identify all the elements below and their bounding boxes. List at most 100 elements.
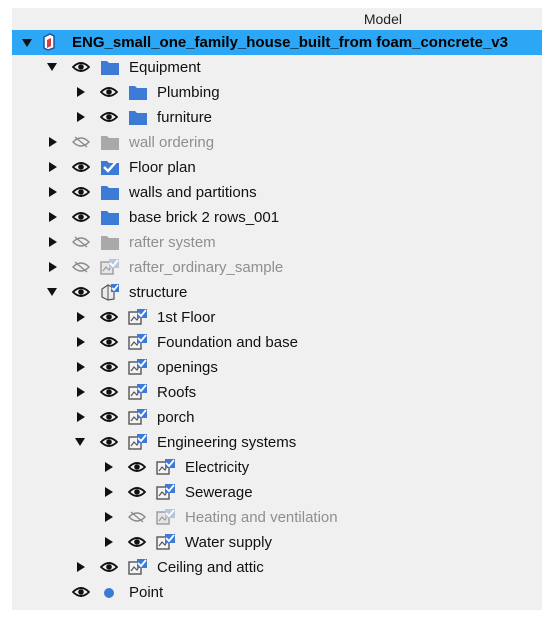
expand-arrow-icon[interactable] — [77, 112, 85, 122]
layer-check-icon — [128, 383, 148, 401]
tree-item-rafter-system[interactable]: rafter system — [12, 230, 542, 255]
eye-icon[interactable] — [100, 411, 118, 423]
tree-item-electricity[interactable]: Electricity — [12, 455, 542, 480]
eye-hidden-icon[interactable] — [72, 261, 90, 273]
folder-icon — [100, 233, 120, 251]
expand-arrow-icon[interactable] — [77, 312, 85, 322]
tree-item-base-brick[interactable]: base brick 2 rows_001 — [12, 205, 542, 230]
tree-label: base brick 2 rows_001 — [129, 209, 280, 226]
eye-icon[interactable] — [100, 436, 118, 448]
eye-icon[interactable] — [100, 361, 118, 373]
expand-arrow-icon[interactable] — [49, 187, 57, 197]
layer-check-icon — [128, 558, 148, 576]
structure-icon — [100, 283, 120, 301]
eye-icon[interactable] — [100, 561, 118, 573]
layer-check-icon — [128, 358, 148, 376]
tree-item-roofs[interactable]: Roofs — [12, 380, 542, 405]
tree-item-water-supply[interactable]: Water supply — [12, 530, 542, 555]
tree-item-rafter-ordinary-sample[interactable]: rafter_ordinary_sample — [12, 255, 542, 280]
tree-label: walls and partitions — [129, 184, 257, 201]
tree-label: Sewerage — [185, 484, 253, 501]
layer-check-icon — [128, 333, 148, 351]
eye-icon[interactable] — [72, 211, 90, 223]
tree-label: openings — [157, 359, 218, 376]
eye-hidden-icon[interactable] — [72, 236, 90, 248]
expand-arrow-icon[interactable] — [49, 137, 57, 147]
folder-icon — [100, 133, 120, 151]
eye-icon[interactable] — [72, 61, 90, 73]
tree-item-floor-plan[interactable]: Floor plan — [12, 155, 542, 180]
tree-label: wall ordering — [129, 134, 215, 151]
tree-label: porch — [157, 409, 195, 426]
tree-item-foundation-and-base[interactable]: Foundation and base — [12, 330, 542, 355]
expand-arrow-icon[interactable] — [49, 162, 57, 172]
panel-header: Model — [12, 8, 542, 30]
tree-label: Equipment — [129, 59, 201, 76]
tree-item-structure[interactable]: structure — [12, 280, 542, 305]
tree-item-ceiling-and-attic[interactable]: Ceiling and attic — [12, 555, 542, 580]
tree-item-openings[interactable]: openings — [12, 355, 542, 380]
tree-root-row[interactable]: ENG_small_one_family_house_built_from fo… — [12, 30, 542, 55]
tree-item-1st-floor[interactable]: 1st Floor — [12, 305, 542, 330]
expand-arrow-icon[interactable] — [49, 237, 57, 247]
expand-arrow-icon[interactable] — [77, 412, 85, 422]
collapse-arrow-icon[interactable] — [47, 63, 57, 71]
tree-label: Point — [129, 584, 164, 601]
layer-check-icon — [156, 508, 176, 526]
folder-icon — [128, 83, 148, 101]
tree-label: Water supply — [185, 534, 272, 551]
eye-icon[interactable] — [128, 536, 146, 548]
layer-check-icon — [156, 533, 176, 551]
tree-label: Engineering systems — [157, 434, 297, 451]
expand-arrow-icon[interactable] — [77, 387, 85, 397]
tree-item-sewerage[interactable]: Sewerage — [12, 480, 542, 505]
tree-label: furniture — [157, 109, 213, 126]
tree-item-wall-ordering[interactable]: wall ordering — [12, 130, 542, 155]
eye-icon[interactable] — [128, 461, 146, 473]
expand-arrow-icon[interactable] — [77, 362, 85, 372]
checked-folder-icon — [100, 158, 120, 176]
expand-arrow-icon[interactable] — [105, 462, 113, 472]
expand-arrow-icon[interactable] — [77, 337, 85, 347]
tree-item-equipment[interactable]: Equipment — [12, 55, 542, 80]
folder-icon — [100, 208, 120, 226]
tree-item-porch[interactable]: porch — [12, 405, 542, 430]
folder-icon — [128, 108, 148, 126]
expand-arrow-icon[interactable] — [77, 562, 85, 572]
expand-arrow-icon[interactable] — [105, 512, 113, 522]
collapse-arrow-icon[interactable] — [75, 438, 85, 446]
expand-arrow-icon[interactable] — [49, 262, 57, 272]
eye-icon[interactable] — [72, 586, 90, 598]
tree-label: Heating and ventilation — [185, 509, 338, 526]
tree-label: Plumbing — [157, 84, 220, 101]
tree-item-furniture[interactable]: furniture — [12, 105, 542, 130]
eye-icon[interactable] — [72, 186, 90, 198]
tree-item-point[interactable]: Point — [12, 580, 542, 605]
tree-item-heating-and-ventilation[interactable]: Heating and ventilation — [12, 505, 542, 530]
folder-icon — [100, 58, 120, 76]
eye-icon[interactable] — [100, 336, 118, 348]
point-icon — [103, 587, 123, 605]
expand-arrow-icon[interactable] — [105, 537, 113, 547]
expand-arrow-icon[interactable] — [105, 487, 113, 497]
eye-icon[interactable] — [100, 386, 118, 398]
eye-icon[interactable] — [72, 286, 90, 298]
collapse-arrow-icon[interactable] — [22, 39, 32, 47]
tree-item-plumbing[interactable]: Plumbing — [12, 80, 542, 105]
eye-hidden-icon[interactable] — [128, 511, 146, 523]
collapse-arrow-icon[interactable] — [47, 288, 57, 296]
tree-label: Roofs — [157, 384, 197, 401]
model-tree-panel: Model ENG_small_one_family_house_built_f… — [12, 8, 542, 610]
model-icon — [42, 33, 62, 51]
tree-item-walls-and-partitions[interactable]: walls and partitions — [12, 180, 542, 205]
eye-hidden-icon[interactable] — [72, 136, 90, 148]
tree-label: Electricity — [185, 459, 250, 476]
tree-item-engineering-systems[interactable]: Engineering systems — [12, 430, 542, 455]
expand-arrow-icon[interactable] — [77, 87, 85, 97]
expand-arrow-icon[interactable] — [49, 212, 57, 222]
eye-icon[interactable] — [100, 311, 118, 323]
eye-icon[interactable] — [100, 111, 118, 123]
eye-icon[interactable] — [72, 161, 90, 173]
eye-icon[interactable] — [100, 86, 118, 98]
eye-icon[interactable] — [128, 486, 146, 498]
